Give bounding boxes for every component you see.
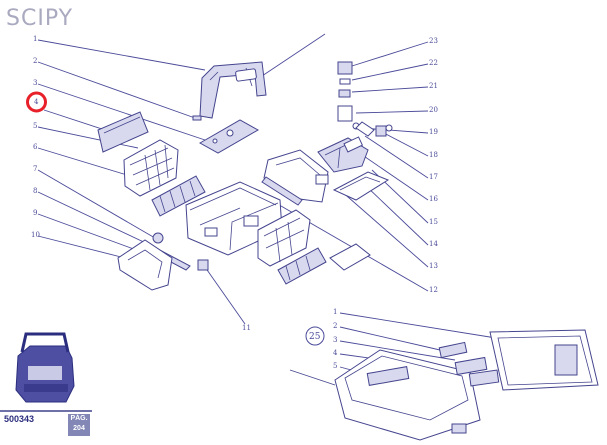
callout-2: 2 — [33, 57, 37, 65]
callout-6: 6 — [33, 143, 38, 151]
callout-8: 8 — [33, 187, 37, 195]
page-badge-label: PÁG. — [70, 415, 88, 422]
inset-callout-4: 4 — [333, 349, 338, 357]
product-code: 500343 — [4, 414, 35, 424]
callout-16: 16 — [429, 195, 438, 203]
motor-block-part — [317, 136, 369, 173]
gear-part-left — [152, 232, 164, 244]
top-plate-part — [198, 119, 260, 154]
callout-21: 21 — [429, 82, 438, 90]
inset-number: 25 — [309, 332, 321, 342]
callout-15: 15 — [429, 218, 438, 226]
callout-19: 19 — [429, 128, 438, 136]
filter-basket-right — [257, 209, 311, 267]
callout-17: 17 — [429, 173, 438, 181]
handle-part — [199, 61, 267, 119]
callout-18: 18 — [429, 151, 438, 159]
motor-small-parts — [315, 61, 393, 185]
track-belt-right — [261, 176, 303, 206]
part-23 — [337, 61, 353, 75]
right-callouts: 23 22 21 20 19 18 17 16 15 14 13 12 — [261, 37, 438, 294]
callout-1: 1 — [33, 35, 37, 43]
page-badge-number: 204 — [73, 425, 85, 432]
callout-14: 14 — [429, 240, 438, 248]
footer-rule — [0, 410, 92, 412]
inset-callout-2: 2 — [333, 322, 337, 330]
brush-roller-right — [277, 247, 327, 285]
callout-23: 23 — [429, 37, 438, 45]
gear-part-bottom — [197, 259, 209, 271]
part-21 — [338, 89, 351, 98]
callout-7: 7 — [33, 165, 37, 173]
inset-callout-1: 1 — [333, 308, 337, 316]
tray-part — [332, 171, 390, 201]
filter-basket-part — [123, 139, 179, 197]
callout-20: 20 — [429, 106, 438, 114]
inset-callout-5: 5 — [333, 362, 337, 370]
page-title: SCIPY — [6, 6, 74, 31]
flap-part-right — [329, 243, 371, 271]
part-16 — [315, 174, 329, 185]
callout-10: 10 — [31, 231, 40, 239]
side-cover-left — [117, 239, 173, 291]
part-18 — [375, 125, 387, 137]
part-17 — [355, 121, 375, 137]
page-badge: PÁG. 204 — [68, 414, 90, 436]
callout-11: 11 — [242, 324, 251, 332]
pin-part — [192, 115, 202, 121]
inset-number-circle — [305, 326, 325, 346]
highlight-ring — [26, 91, 47, 113]
part-22 — [339, 78, 351, 85]
callout-3: 3 — [33, 79, 37, 87]
product-thumbnail-image — [15, 332, 75, 403]
left-callouts: 1 2 3 4 5 6 7 8 9 10 — [31, 35, 206, 259]
callout-22: 22 — [429, 59, 438, 67]
callout-5: 5 — [33, 122, 37, 130]
inset-callout-3: 3 — [333, 336, 337, 344]
callout-12: 12 — [429, 286, 438, 294]
callout-9: 9 — [33, 209, 37, 217]
inset-power-supply: 25 1 2 3 4 5 — [289, 308, 599, 441]
brush-roller-left — [151, 175, 206, 217]
part-20 — [337, 105, 353, 122]
callout-13: 13 — [429, 262, 438, 270]
mounting-plate — [489, 329, 599, 391]
callout-4: 4 — [34, 98, 39, 106]
flap-part — [97, 111, 149, 153]
